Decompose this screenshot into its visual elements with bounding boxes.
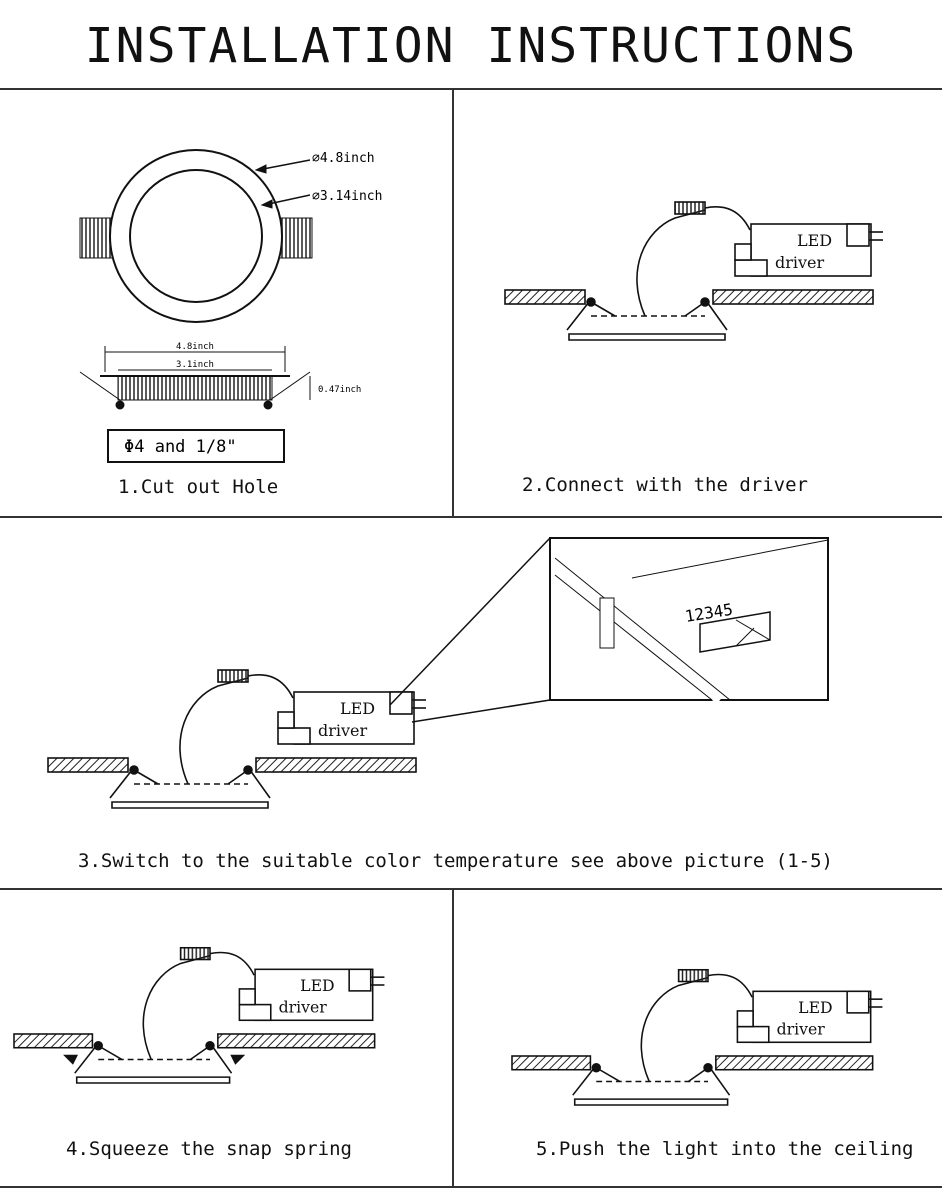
divider-col-bottom: [452, 888, 454, 1186]
page-title: INSTALLATION INSTRUCTIONS: [84, 18, 858, 74]
divider-top: [0, 88, 942, 90]
driver-label-led: LED: [300, 976, 334, 995]
hole-size-label: Φ4 and 1/8": [124, 437, 237, 457]
divider-col-top: [452, 88, 454, 516]
divider-row3: [0, 888, 942, 890]
step-1-caption: 1.Cut out Hole: [118, 476, 279, 498]
divider-bottom: [0, 1186, 942, 1188]
side-width-label: 4.8inch: [176, 342, 214, 352]
connector: [674, 201, 706, 215]
ceiling-board-right: [217, 1033, 376, 1049]
outer-diameter-label: ∅4.8inch: [312, 151, 375, 166]
switch-zoom-callout: [389, 537, 829, 723]
ceiling-board-left: [511, 1055, 592, 1071]
ceiling-board-right: [255, 757, 417, 773]
driver-label-driver: driver: [279, 997, 328, 1016]
side-inner-label: 3.1inch: [176, 360, 214, 370]
thickness-label: 0.47inch: [318, 385, 361, 395]
panel-4-diagram: LED driver: [13, 946, 385, 1084]
spring-left: [93, 1041, 103, 1051]
spring-right: [703, 1063, 713, 1073]
squeeze-arrow-left: [63, 1054, 78, 1065]
step-2-caption: 2.Connect with the driver: [522, 474, 808, 496]
inner-diameter-label: ∅3.14inch: [312, 189, 382, 204]
connector: [677, 968, 709, 983]
connector: [217, 669, 249, 683]
step-3-caption: 3.Switch to the suitable color temperatu…: [78, 850, 833, 872]
panel-light: [568, 333, 726, 341]
panel-light: [111, 801, 269, 809]
driver-label-driver: driver: [777, 1019, 826, 1038]
driver-label-driver: driver: [775, 253, 825, 272]
spring-right: [700, 297, 710, 307]
step-4-caption: 4.Squeeze the snap spring: [66, 1138, 352, 1160]
cable: [179, 677, 249, 785]
ceiling-board-left: [13, 1033, 94, 1049]
spring-left: [586, 297, 596, 307]
spring-right: [205, 1041, 215, 1051]
spring-left: [129, 765, 139, 775]
driver-label-led: LED: [798, 998, 832, 1017]
step-5-caption: 5.Push the light into the ceiling: [536, 1138, 914, 1160]
panel-1-diagram: [79, 149, 313, 463]
spring-left: [591, 1063, 601, 1073]
cable: [142, 954, 211, 1060]
inner-ring: [129, 169, 263, 303]
spring-right: [243, 765, 253, 775]
panel-3-diagram: LED driver: [47, 669, 426, 809]
ceiling-board-right: [712, 289, 874, 305]
cable: [636, 209, 706, 317]
squeeze-arrow-right: [230, 1054, 246, 1065]
panel-2-diagram: LED driver: [504, 201, 883, 341]
panel-light: [573, 1098, 729, 1106]
ceiling-board-right: [715, 1055, 874, 1071]
outer-ring: [109, 149, 283, 323]
panel-light: [75, 1076, 231, 1084]
ceiling-board-left: [47, 757, 129, 773]
panel-5-diagram: LED driver: [511, 968, 883, 1106]
driver-label-led: LED: [340, 699, 375, 718]
driver-label-driver: driver: [318, 721, 368, 740]
ceiling-board-left: [504, 289, 586, 305]
driver-label-led: LED: [797, 231, 832, 250]
connector: [179, 946, 211, 961]
cable: [640, 976, 709, 1082]
divider-row2: [0, 516, 942, 518]
